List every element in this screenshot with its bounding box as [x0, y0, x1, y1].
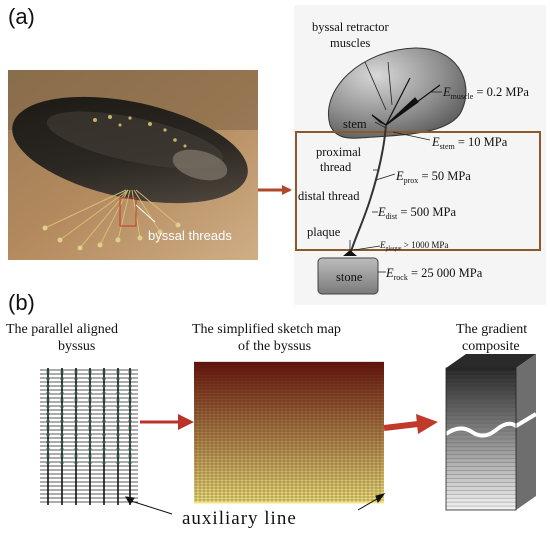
parallel-byssus-illustration	[40, 368, 138, 505]
stone-shape	[317, 257, 379, 295]
e-stem-label: Estem = 10 MPa	[431, 135, 508, 151]
stem-label: stem	[343, 117, 367, 131]
crack-line	[444, 412, 538, 438]
byssal-thread-line	[349, 124, 387, 256]
thread-region-frame	[295, 131, 541, 251]
col2-title-line1: The simplified sketch map	[192, 322, 341, 337]
retractor-muscle-shape	[328, 47, 467, 139]
e-rock-label: Erock = 25 000 MPa	[385, 266, 483, 282]
auxiliary-line-label: auxiliary line	[182, 508, 297, 529]
proximal-label-line1: proximal	[316, 145, 362, 159]
arrow-sketch-to-composite	[383, 414, 438, 434]
col2-title-line2: of the byssus	[238, 339, 311, 354]
e-dist-label: Edist = 500 MPa	[377, 205, 456, 221]
auxiliary-pointers	[125, 493, 386, 515]
e-prox-label: Eprox = 50 MPa	[395, 169, 471, 185]
proximal-label-line2: thread	[320, 160, 352, 174]
col3-title-line2: composite	[462, 339, 520, 354]
e-plaque-label: Eplaque > 1000 MPa	[379, 240, 448, 252]
arrow-byssus-to-sketch	[140, 414, 194, 430]
col3-title-line1: The gradient	[456, 322, 527, 337]
plaque-shape	[343, 250, 357, 256]
distal-label: distal thread	[298, 189, 360, 203]
annotation-pointers	[349, 61, 442, 273]
stone-label: stone	[336, 270, 363, 284]
col1-title-line1: The parallel aligned	[6, 322, 118, 337]
col1-title-line2: byssus	[58, 339, 95, 354]
mussel-photo: byssal threads	[8, 70, 258, 260]
e-muscle-label: Emuscle = 0.2 MPa	[442, 85, 529, 101]
plaque-label: plaque	[307, 225, 341, 239]
byssal-threads-caption: byssal threads	[148, 228, 232, 243]
gradient-composite-block	[444, 354, 538, 511]
retractor-label-line2: muscles	[330, 36, 370, 50]
panel-a-label: (a)	[8, 4, 35, 29]
sketch-map-gradient	[194, 361, 384, 504]
retractor-label-line1: byssal retractor	[312, 20, 390, 34]
panel-b-label: (b)	[8, 290, 35, 315]
